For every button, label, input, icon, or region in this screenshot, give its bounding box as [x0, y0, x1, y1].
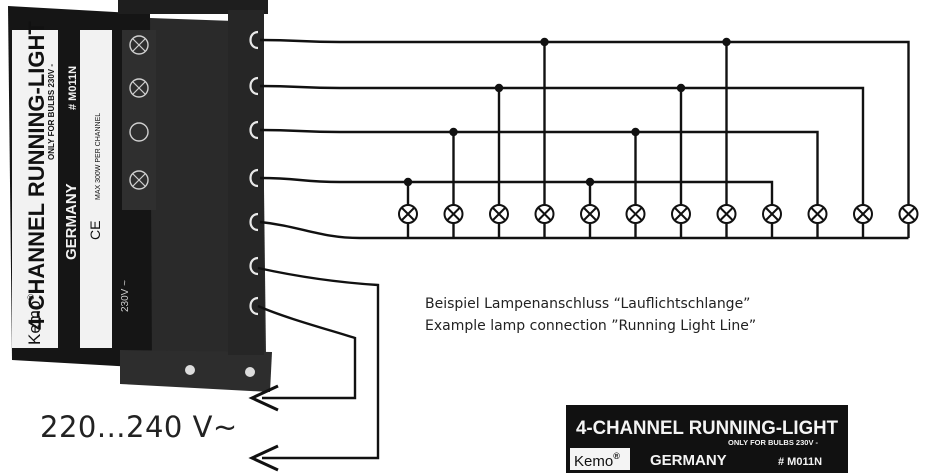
- lamp-4-cross-b: [537, 207, 552, 221]
- junction-7: [676, 83, 686, 93]
- lamp-7-cross-b: [674, 207, 688, 221]
- side-panel-label: [122, 30, 156, 210]
- module-model: # M011N: [67, 66, 79, 110]
- module-max-load-note: MAX 300W PER CHANNEL: [95, 113, 102, 200]
- closeup-brand-box: [570, 448, 630, 470]
- junction-6: [631, 127, 640, 137]
- lamp-12: [898, 204, 919, 224]
- lamp-6: [625, 204, 646, 224]
- supply-lead-2: [257, 304, 357, 400]
- closeup-product-name: 4-CHANNEL RUNNING-LIGHT: [576, 418, 838, 439]
- indicator-crosses: [132, 38, 146, 187]
- module-product-name: 4-CHANNEL RUNNING-LIGHT: [24, 21, 49, 330]
- running-light-module: 4-CHANNEL RUNNING-LIGHT ONLY FOR BULBS 2…: [8, 0, 272, 392]
- supply-arrow-top: [248, 384, 279, 412]
- junction-8: [722, 37, 731, 47]
- terminal-hook-3: [249, 120, 259, 140]
- closeup-bulb-note: ONLY FOR BULBS 230V -: [728, 438, 819, 447]
- junction-1: [403, 177, 413, 187]
- indicator-socket-3: [129, 122, 149, 142]
- lamp-10-cross-b: [810, 207, 825, 221]
- junction-4: [540, 37, 549, 47]
- module-side-voltage: 230V ~: [120, 280, 131, 312]
- lamp-1: [398, 204, 418, 224]
- lamp-12-cross-b: [901, 207, 916, 221]
- terminal-hook-4: [249, 168, 259, 188]
- lamp-10: [807, 204, 828, 224]
- lamp-9: [762, 204, 782, 224]
- indicator-socket-2: [129, 78, 149, 98]
- channel-2-bus: [259, 84, 865, 205]
- lamp-wiring: [259, 38, 910, 240]
- supply-lead-1: [257, 266, 380, 460]
- wire-junctions: [403, 37, 731, 187]
- indicator-socket-4: [129, 170, 149, 190]
- lamp-3: [489, 204, 509, 224]
- module-label-brand-band: [58, 30, 80, 348]
- module-mounting-foot: [120, 350, 272, 392]
- indicator-socket-1: [129, 35, 149, 55]
- label-closeup: 4-CHANNEL RUNNING-LIGHT ONLY FOR BULBS 2…: [566, 405, 848, 473]
- terminal-strip: [228, 10, 264, 355]
- lamp-7: [671, 204, 691, 224]
- lamp-5-cross-b: [583, 207, 597, 221]
- closeup-model: # M011N: [778, 456, 822, 468]
- lamp-9-cross-b: [765, 207, 779, 221]
- lamp-1-cross-b: [401, 207, 415, 221]
- screw-terminals: [249, 30, 259, 316]
- closeup-brand: Kemo®: [574, 451, 620, 470]
- module-country: GERMANY: [63, 183, 80, 260]
- lamp-4: [534, 204, 555, 224]
- channel-1-bus: [259, 38, 910, 205]
- terminal-hook-6: [249, 256, 259, 276]
- module-brand: Kemo®: [25, 294, 44, 345]
- lamp-11: [853, 204, 873, 224]
- lamp-3-cross-b: [492, 207, 506, 221]
- lamp-2-cross-b: [446, 207, 461, 221]
- channel-4-bus: [259, 176, 774, 205]
- lamp-row: [398, 204, 919, 224]
- neutral-bus: [259, 220, 909, 240]
- supply-arrow-bottom: [248, 444, 279, 472]
- lamp-11-cross-b: [856, 207, 870, 221]
- lamp-6-cross-b: [628, 207, 643, 221]
- channel-3-bus: [259, 128, 819, 205]
- lamp-8: [716, 204, 737, 224]
- terminal-hook-5: [249, 212, 259, 232]
- closeup-country: GERMANY: [650, 452, 727, 469]
- module-label: 4-CHANNEL RUNNING-LIGHT ONLY FOR BULBS 2…: [12, 21, 112, 348]
- terminal-hook-7: [249, 296, 259, 316]
- mounting-hole-1: [185, 365, 195, 375]
- lamp-5: [580, 204, 600, 224]
- supply-leads: [248, 266, 380, 472]
- module-bulb-note: ONLY FOR BULBS 230V -: [47, 64, 56, 160]
- lamp-2: [443, 204, 464, 224]
- supply-voltage-label: 220...240 V~: [40, 410, 238, 444]
- caption-german: Beispiel Lampenanschluss “Lauflichtschla…: [425, 296, 751, 312]
- terminal-hook-2: [249, 76, 259, 96]
- caption-english: Example lamp connection ”Running Light L…: [425, 318, 757, 334]
- terminal-hook-1: [249, 30, 259, 50]
- junction-2: [449, 127, 458, 137]
- junction-5: [585, 177, 595, 187]
- indicator-sockets: [129, 35, 149, 190]
- junction-3: [494, 83, 504, 93]
- lamp-8-cross-b: [719, 207, 734, 221]
- module-ce-mark: CE: [87, 221, 103, 240]
- mounting-hole-2: [245, 367, 255, 377]
